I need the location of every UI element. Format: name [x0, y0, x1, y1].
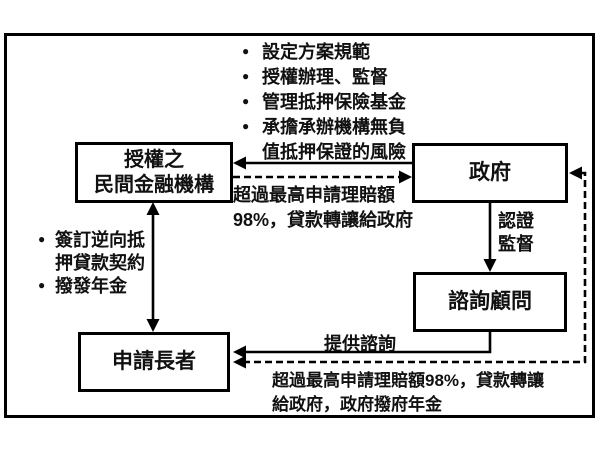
label-line: 提供諮詢: [324, 334, 396, 354]
label-loan-transfer-and-annuity: 超過最高申請理賠額98%，貸款轉讓 給政府，政府撥府年金: [272, 369, 544, 417]
list-item: ● 管理抵押保險基金: [228, 88, 440, 113]
list-item: ● 設定方案規範: [228, 38, 440, 63]
box-consulting-advisor: 諮詢顧問: [413, 272, 567, 332]
box-institution-label-line1: 授權之: [124, 148, 184, 171]
label-line: 98%，貸款轉讓給政府: [233, 210, 414, 230]
bullet-icon: ●: [242, 118, 250, 133]
box-advisor-label: 諮詢顧問: [448, 289, 532, 313]
bullet-icon: ●: [242, 68, 250, 83]
list-item-text: 承擔承辦機構無負: [262, 116, 406, 137]
bullet-icon: ●: [38, 231, 46, 246]
institution-duties-list: ● 簽訂逆向抵 押貸款契約 ● 撥發年金: [24, 227, 164, 296]
list-item-continuation: 值抵押保證的風險: [228, 138, 440, 163]
box-elder-label: 申請長者: [112, 349, 196, 373]
box-institution-label-line2: 民間金融機構: [94, 173, 214, 196]
label-line: 監督: [498, 234, 534, 254]
government-duties-list: ● 設定方案規範 ● 授權辦理、監督 ● 管理抵押保險基金 ● 承擔承辦機構無負…: [228, 38, 440, 163]
list-item-text: 撥發年金: [55, 275, 127, 296]
label-line: 超過最高申請理賠額98%，貸款轉讓: [272, 371, 545, 390]
label-line: 給政府，政府撥府年金: [272, 395, 442, 414]
label-line: 認證: [498, 211, 534, 231]
box-authorized-private-financial-institution: 授權之 民間金融機構: [75, 142, 233, 203]
label-certification-supervision: 認證 監督: [498, 210, 534, 256]
label-line: 超過最高申請理賠額: [233, 185, 395, 205]
list-item-text: 管理抵押保險基金: [262, 91, 406, 112]
list-item-text: 值抵押保證的風險: [262, 141, 406, 162]
list-item-text: 簽訂逆向抵: [55, 229, 145, 250]
box-applying-elder: 申請長者: [78, 332, 230, 392]
list-item-text: 設定方案規範: [262, 41, 370, 62]
list-item-text: 授權辦理、監督: [262, 66, 388, 87]
label-loan-transfer-to-government: 超過最高申請理賠額 98%，貸款轉讓給政府: [233, 183, 413, 233]
list-item-continuation: 押貸款契約: [24, 250, 164, 273]
list-item: ● 授權辦理、監督: [228, 63, 440, 88]
bullet-icon: ●: [38, 277, 46, 292]
list-item-text: 押貸款契約: [55, 252, 145, 273]
box-government-label: 政府: [469, 160, 511, 184]
list-item: ● 簽訂逆向抵: [24, 227, 164, 250]
list-item: ● 撥發年金: [24, 273, 164, 296]
bullet-icon: ●: [242, 43, 250, 58]
list-item: ● 承擔承辦機構無負: [228, 113, 440, 138]
bullet-icon: ●: [242, 93, 250, 108]
label-provide-consultation: 提供諮詢: [300, 330, 420, 356]
